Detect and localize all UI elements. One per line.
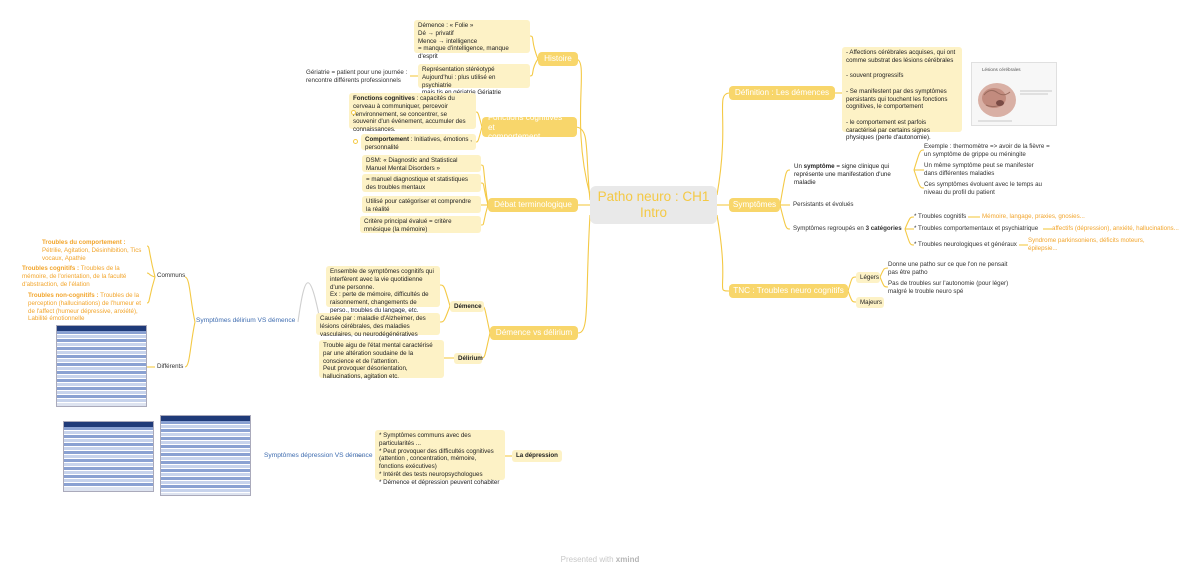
troubles-cognitifs-text: Troubles de la mémoire, de l'orientation… [22, 265, 127, 288]
tnc-majeurs[interactable]: Majeurs [856, 297, 884, 308]
differents-label[interactable]: Différents [157, 363, 184, 370]
branch-tnc[interactable]: TNC : Troubles neuro cognitifs [729, 284, 848, 298]
symptome-definition[interactable]: Un symptôme = signe clinique qui représe… [790, 161, 914, 186]
note-icon [353, 139, 358, 144]
troubles-comportement-text: Pétrilie, Agitation, Désinhibition, Tics… [42, 246, 142, 262]
debat-dsm[interactable]: DSM: « Diagnostic and Statistical Manuel… [362, 155, 481, 172]
symptome-def-post: = signe clinique qui représente une mani… [794, 163, 891, 186]
table-image-depression-2 [160, 415, 251, 496]
table-image-delirium [56, 325, 147, 407]
depression-details[interactable]: * Symptômes communs avec des particulari… [375, 430, 505, 486]
brain-icon [978, 83, 1052, 122]
symptome-def-bold: symptôme [803, 163, 835, 170]
demence-label[interactable]: Démence [450, 301, 484, 312]
branch-definition-demences[interactable]: Définition : Les démences [729, 86, 835, 100]
demence-causes[interactable]: Causée par : maladie d'Alzheimer, des lé… [316, 313, 440, 338]
comportement-def[interactable]: Comportement : Initiatives, émotions , p… [361, 134, 476, 151]
symptomes-delirium-vs-demence[interactable]: Symptômes délirium VS démence [196, 317, 296, 324]
symptomes-depression-vs-demence[interactable]: Symptômes dépression VS démence [264, 452, 373, 459]
troubles-comportement-title: Troubles du comportement : [42, 239, 126, 246]
delirium-definition[interactable]: Trouble aigu de l'état mental caractéris… [319, 340, 444, 380]
delirium-label[interactable]: Délirium [454, 353, 483, 364]
symptome-meme[interactable]: Un même symptôme peut se manifester dans… [924, 162, 1034, 177]
troubles-non-cognitifs-title: Troubles non-cognitifs : [28, 292, 99, 299]
branch-histoire[interactable]: Histoire [538, 52, 578, 66]
categorie-troubles-neurologiques-ex[interactable]: Syndrome parkinsoniens, déficits moteurs… [1028, 237, 1145, 252]
fonctions-cognitives-text: : capacités du cerveau à communiquer, pe… [353, 95, 466, 133]
branch-demence-vs-delirium[interactable]: Démence vs délirium [490, 326, 578, 340]
categorie-troubles-cognitifs-ex[interactable]: Mémoire, langage, praxies, gnosies... [982, 213, 1085, 220]
branch-symptomes[interactable]: Symptômes [729, 198, 780, 212]
xmind-logo: xmind [615, 555, 640, 564]
symptome-evoluent[interactable]: Ces symptômes évoluent avec le temps au … [924, 181, 1042, 196]
tnc-legers-desc-2[interactable]: Pas de troubles sur l'autonomie (pour lé… [888, 280, 1009, 295]
fonctions-cognitives-label: Fonctions cognitives [353, 95, 415, 102]
categories-pre: Symptômes regroupés en [793, 225, 866, 232]
troubles-comportement[interactable]: Troubles du comportement : Pétrilie, Agi… [42, 239, 147, 262]
tnc-legers[interactable]: Légers [856, 272, 880, 283]
fonctions-cognitives-def[interactable]: Fonctions cognitives : capacités du cerv… [349, 93, 476, 133]
categorie-troubles-comportementaux[interactable]: * Troubles comportementaux et psychiatri… [914, 225, 1039, 232]
troubles-cognitifs-title: Troubles cognitifs : [22, 265, 80, 272]
symptome-persistants[interactable]: Persistants et évolués [793, 201, 854, 208]
lesions-image: Lésions cérébrales [971, 62, 1057, 126]
histoire-representation[interactable]: Représentation stéréotypé Aujourd'hui : … [418, 64, 530, 96]
debat-critere[interactable]: Critère principal évalué = critère mnési… [360, 216, 481, 233]
branch-fonctions-cognitives[interactable]: Fonctions cognitives et comportement [482, 113, 577, 141]
categorie-troubles-comportementaux-ex[interactable]: affectifs (dépression), anxiété, halluci… [1052, 225, 1179, 232]
la-depression-label[interactable]: La dépression [512, 450, 562, 462]
debat-manuel[interactable]: = manuel diagnostique et statistiques de… [362, 174, 481, 192]
symptome-def-pre: Un [794, 163, 804, 170]
comportement-label: Comportement [365, 136, 410, 143]
debat-utilise[interactable]: Utilisé pour catégoriser et comprendre l… [362, 196, 481, 213]
categorie-troubles-neurologiques[interactable]: * Troubles neurologiques et généraux [914, 241, 1017, 248]
symptome-exemple[interactable]: Exemple : thermomètre => avoir de la fiè… [924, 143, 1050, 158]
troubles-non-cognitifs-text: Troubles de la perception (hallucination… [28, 292, 141, 323]
histoire-geriatrie[interactable]: Gériatrie = patient pour une journée : r… [306, 69, 408, 84]
table-image-depression-1 [63, 421, 154, 492]
demence-definition[interactable]: Ensemble de symptômes cognitifs qui inte… [326, 266, 440, 314]
footer-presented-with: Presented with xmind [0, 555, 1200, 564]
categories-bold: 3 catégories [865, 225, 902, 232]
definition-text[interactable]: - Affections cérébrales acquises, qui on… [842, 47, 962, 141]
histoire-etymologie[interactable]: Démence : « Folie » Dé → privatif Mence … [414, 20, 530, 60]
lesions-image-caption: Lésions cérébrales [982, 67, 1021, 72]
categorie-troubles-cognitifs[interactable]: * Troubles cognitifs [914, 213, 967, 220]
communs-label[interactable]: Communs [157, 272, 186, 279]
branch-debat-terminologique[interactable]: Débat terminologique [488, 198, 578, 212]
note-icon [351, 110, 356, 115]
tnc-legers-desc-1[interactable]: Donne une patho sur ce que l'on ne pensa… [888, 261, 1008, 276]
footer-pre: Presented with [560, 555, 616, 564]
troubles-cognitifs[interactable]: Troubles cognitifs : Troubles de la mémo… [22, 265, 147, 288]
comportement-text: : Initiatives, émotions , personnalité [365, 136, 472, 151]
troubles-non-cognitifs[interactable]: Troubles non-cognitifs : Troubles de la … [28, 292, 147, 323]
central-topic[interactable]: Patho neuro : CH1 Intro [590, 186, 717, 224]
symptome-categories[interactable]: Symptômes regroupés en 3 catégories [793, 225, 902, 233]
